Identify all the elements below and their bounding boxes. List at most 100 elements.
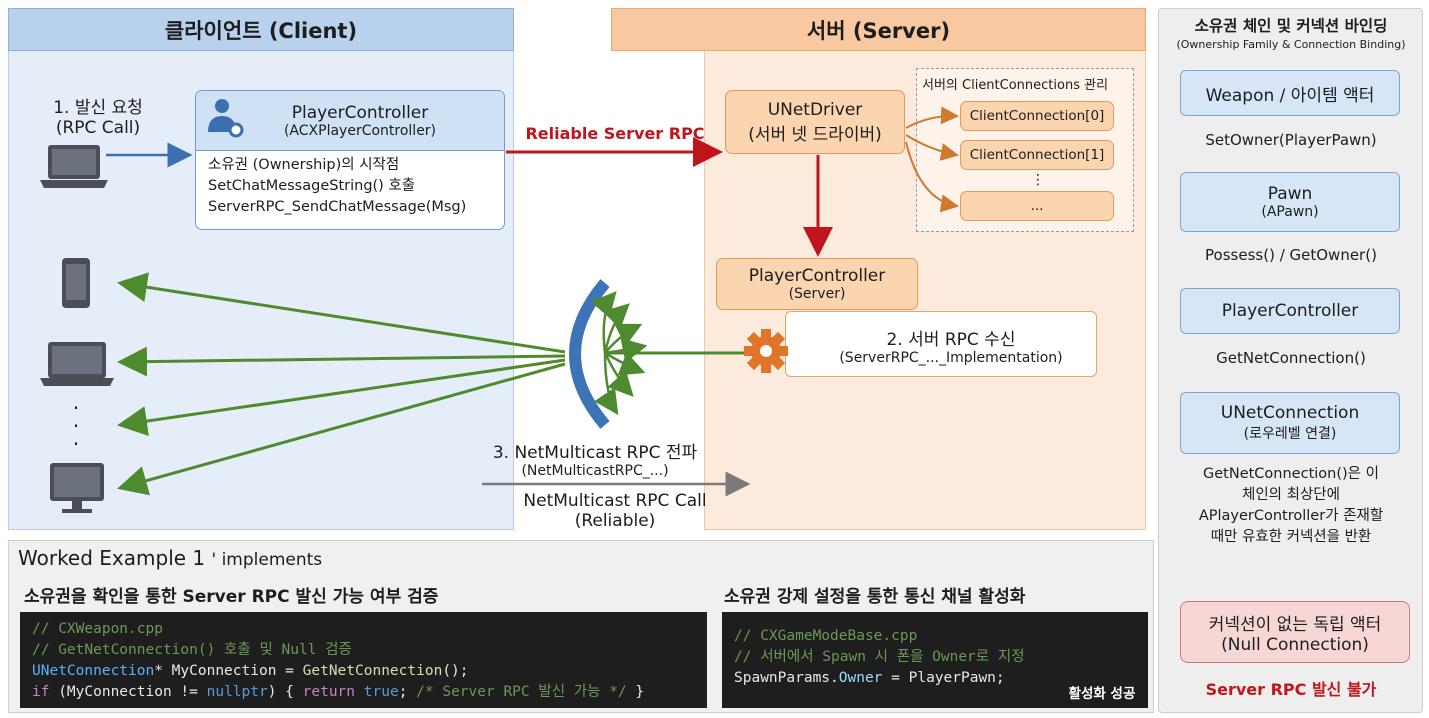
- chain-edge-setowner: SetOwner(PlayerPawn): [1205, 131, 1377, 149]
- code-line: // 서버에서 Spawn 시 폰을 Owner로 지정: [734, 647, 1136, 668]
- client-pc-line: SetChatMessageString() 호출: [208, 178, 416, 194]
- server-playercontroller-box: PlayerController (Server): [716, 258, 918, 310]
- code-comment: // CXWeapon.cpp: [32, 621, 163, 637]
- code-line: SpawnParams.Owner = PlayerPawn;: [734, 668, 1136, 689]
- chain-node-title: UNetConnection: [1220, 403, 1360, 423]
- example1-code-block: // CXWeapon.cpp // GetNetConnection() 호출 …: [20, 612, 707, 708]
- server-pc-title: PlayerController: [748, 266, 886, 286]
- laptop-icon: [40, 145, 108, 188]
- chain-node-weapon: Weapon / 아이템 액터: [1180, 70, 1400, 116]
- step1-title: 1. 발신 요청: [53, 97, 143, 118]
- chain-note-line: 때만 유효한 커넥션을 반환: [1210, 529, 1372, 545]
- code-line: // CXGameModeBase.cpp: [734, 626, 1136, 647]
- activation-success-label: 활성화 성공: [1068, 686, 1136, 702]
- chain-edge-getnetconnection: GetNetConnection(): [1216, 349, 1366, 367]
- chain-edge-possess: Possess() / GetOwner(): [1205, 246, 1377, 264]
- multicast-call-reliable: (Reliable): [574, 511, 656, 531]
- code-text: = PlayerPawn;: [882, 670, 1005, 686]
- worked-example-title-main: Worked Example 1: [18, 546, 206, 570]
- unetdriver-box: UNetDriver (서버 넷 드라이버): [725, 90, 905, 154]
- code-text: ;: [398, 684, 417, 700]
- connections-ellipsis: ⋮: [1031, 172, 1045, 188]
- code-line: if (MyConnection != nullptr) { return tr…: [32, 682, 695, 703]
- code-comment: // CXGameModeBase.cpp: [734, 628, 918, 644]
- step1-subtitle: (RPC Call): [55, 117, 141, 138]
- client-pc-line: ServerRPC_SendChatMessage(Msg): [208, 199, 467, 215]
- reliable-server-rpc-label: Reliable Server RPC: [525, 124, 705, 143]
- example1-title: 소유권을 확인을 통한 Server RPC 발신 가능 여부 검증: [24, 587, 439, 607]
- null-connection-title: 커넥션이 없는 독립 액터: [1208, 614, 1382, 635]
- code-text: }: [626, 684, 645, 700]
- client-header: 클라이언트 (Client): [8, 8, 514, 51]
- multicast-call-title: NetMulticast RPC Call: [523, 491, 707, 511]
- code-type: UNetConnection: [32, 663, 155, 679]
- chain-node-pawn: Pawn (APawn): [1180, 172, 1400, 232]
- chain-note-line: 체인의 최상단에: [1242, 487, 1340, 503]
- client-playercontroller-box: PlayerController (ACXPlayerController) 소…: [195, 90, 505, 230]
- chain-node-subtitle: (로우레벨 연결): [1243, 426, 1337, 442]
- client-pc-lines: 소유권 (Ownership)의 시작점 SetChatMessageStrin…: [208, 155, 498, 218]
- multicast-call-label: NetMulticast RPC Call (Reliable): [505, 488, 725, 534]
- step2-box: 2. 서버 RPC 수신 (ServerRPC_..._Implementati…: [785, 311, 1097, 377]
- chain-node-subtitle: (APawn): [1261, 204, 1319, 220]
- worked-example-title-suffix: ' implements: [211, 550, 323, 570]
- user-gear-icon: [208, 99, 244, 138]
- code-text: ) {: [267, 684, 303, 700]
- code-comment: // GetNetConnection() 호출 및 Null 검증: [32, 642, 352, 658]
- chain-node-title: Pawn: [1267, 184, 1313, 204]
- unetdriver-subtitle: (서버 넷 드라이버): [748, 124, 882, 145]
- client-connections-title: 서버의 ClientConnections 관리: [922, 78, 1109, 93]
- null-connection-box: 커넥션이 없는 독립 액터 (Null Connection): [1180, 601, 1410, 663]
- ownership-chain-panel: [1158, 8, 1423, 713]
- chain-subtitle: (Ownership Family & Connection Binding): [1176, 38, 1406, 51]
- client-connection-more: ...: [960, 191, 1114, 221]
- client-pc-header: PlayerController (ACXPlayerController): [196, 91, 504, 151]
- client-connection-1: ClientConnection[1]: [960, 140, 1114, 170]
- step2-text: 2. 서버 RPC 수신 (ServerRPC_..._Implementati…: [806, 318, 1096, 372]
- clients-dot: ·: [72, 414, 80, 438]
- server-pc-subtitle: (Server): [788, 286, 846, 302]
- code-text: [355, 684, 364, 700]
- example2-code-block: // CXGameModeBase.cpp // 서버에서 Spawn 시 폰을 …: [722, 612, 1148, 708]
- step3-subtitle: (NetMulticastRPC_...): [521, 462, 669, 479]
- clients-dot: ·: [72, 396, 80, 420]
- chain-note-line: APlayerController가 존재할: [1198, 508, 1384, 524]
- step3-title: 3. NetMulticast RPC 전파: [492, 442, 698, 463]
- chain-node-unetconnection: UNetConnection (로우레벨 연결): [1180, 392, 1400, 454]
- client-pc-subtitle: (ACXPlayerController): [283, 122, 437, 139]
- code-keyword: return: [302, 684, 356, 700]
- code-comment: /* Server RPC 발신 가능 */: [416, 684, 627, 700]
- server-rpc-fail-label: Server RPC 발신 불가: [1205, 680, 1377, 699]
- step1-label: 1. 발신 요청 (RPC Call): [28, 90, 168, 140]
- code-text: (MyConnection !=: [49, 684, 207, 700]
- step2-title: 2. 서버 RPC 수신: [886, 329, 1016, 350]
- server-header: 서버 (Server): [611, 8, 1146, 51]
- step3-label: 3. NetMulticast RPC 전파 (NetMulticastRPC_…: [480, 436, 710, 480]
- phone-icon: [62, 258, 90, 308]
- unetdriver-title: UNetDriver: [767, 99, 863, 120]
- chain-node-playercontroller: PlayerController: [1180, 288, 1400, 334]
- step2-subtitle: (ServerRPC_..._Implementation): [839, 349, 1063, 366]
- code-keyword: if: [32, 684, 50, 700]
- chain-note-line: GetNetConnection()은 이: [1203, 466, 1379, 482]
- code-text: SpawnParams.: [734, 670, 839, 686]
- code-text: * MyConnection =: [154, 663, 303, 679]
- code-comment: // 서버에서 Spawn 시 폰을 Owner로 지정: [734, 649, 1025, 665]
- code-keyword: nullptr: [206, 684, 268, 700]
- code-field: Owner: [838, 670, 883, 686]
- example2-title: 소유권 강제 설정을 통한 통신 채널 활성화: [724, 587, 1026, 607]
- code-line: UNetConnection* MyConnection = GetNetCon…: [32, 661, 695, 682]
- monitor-icon: [50, 463, 104, 513]
- chain-node-title: Weapon / 아이템 액터: [1205, 85, 1375, 106]
- chain-node-title: PlayerController: [1221, 301, 1359, 321]
- code-line: // GetNetConnection() 호출 및 Null 검증: [32, 640, 695, 661]
- code-function: GetNetConnection: [302, 663, 443, 679]
- worked-example-title: Worked Example 1 ' implements: [18, 546, 518, 570]
- chain-title: 소유권 체인 및 커넥션 바인딩: [1194, 17, 1388, 35]
- client-pc-line: 소유권 (Ownership)의 시작점: [208, 157, 400, 173]
- client-pc-title: PlayerController: [291, 102, 429, 123]
- gear-icon: [744, 329, 788, 373]
- chain-note: GetNetConnection()은 이 체인의 최상단에 APlayerCo…: [1160, 464, 1422, 548]
- code-keyword: true: [363, 684, 399, 700]
- null-connection-subtitle: (Null Connection): [1221, 634, 1369, 655]
